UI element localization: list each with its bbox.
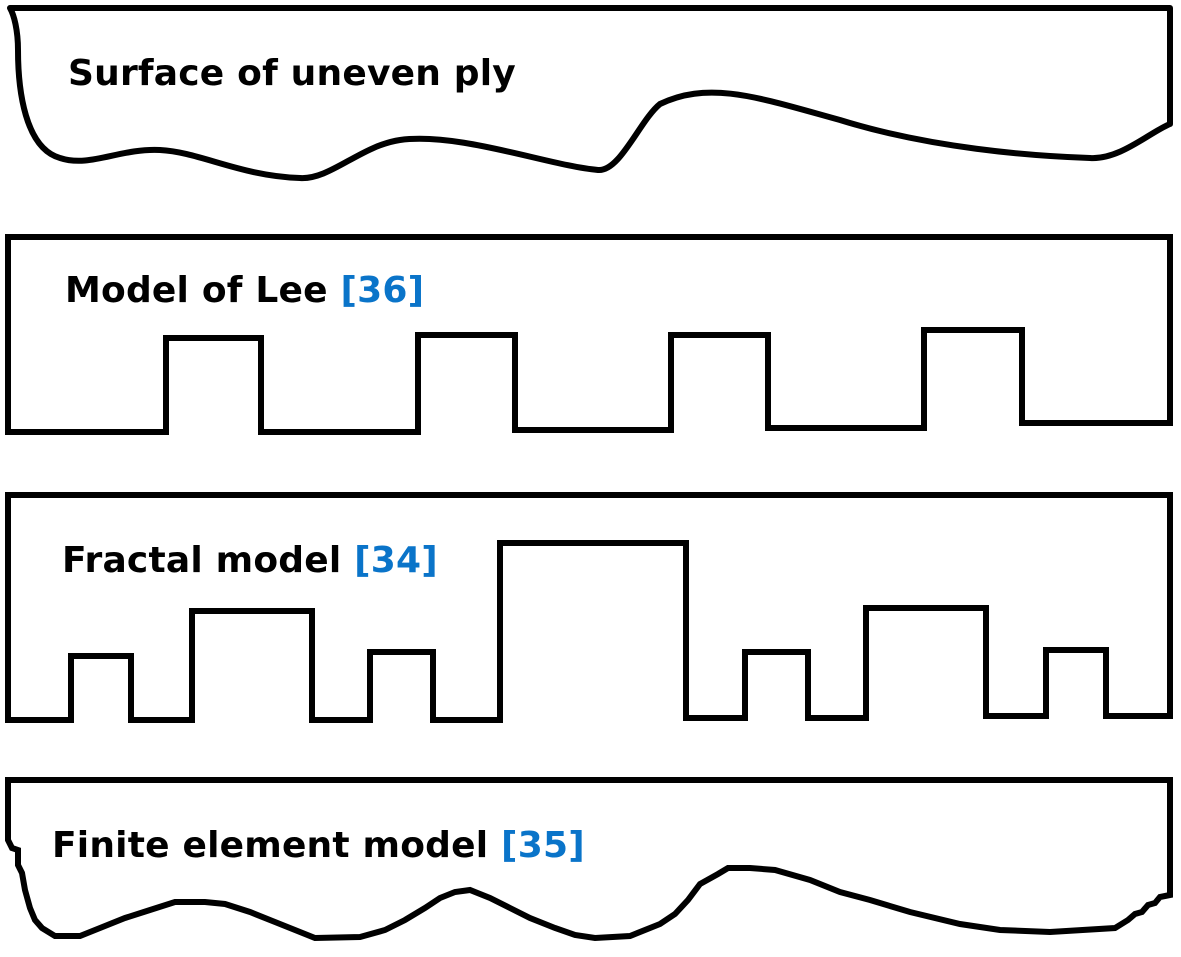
panel-lee-label: Model of Lee [36] — [65, 273, 424, 309]
panel-surface-outline — [7, 5, 1173, 182]
panel-surface-label: Surface of uneven ply — [68, 56, 516, 92]
panel-fem-reference[interactable]: [35] — [501, 825, 585, 866]
panel-lee-outline — [5, 234, 1173, 435]
panel-fractal-outline — [5, 492, 1173, 723]
panel-fractal-title: Fractal model — [62, 540, 355, 581]
panel-fem-label: Finite element model [35] — [52, 828, 585, 864]
panel-lee-title: Model of Lee — [65, 270, 341, 311]
panel-fem-outline — [5, 777, 1173, 942]
panel-fractal-reference[interactable]: [34] — [354, 540, 438, 581]
panel-lee-reference[interactable]: [36] — [340, 270, 425, 311]
panel-surface-title: Surface of uneven ply — [68, 53, 516, 94]
panel-fem-title: Finite element model — [52, 825, 502, 866]
panel-fractal-label: Fractal model [34] — [62, 543, 438, 579]
